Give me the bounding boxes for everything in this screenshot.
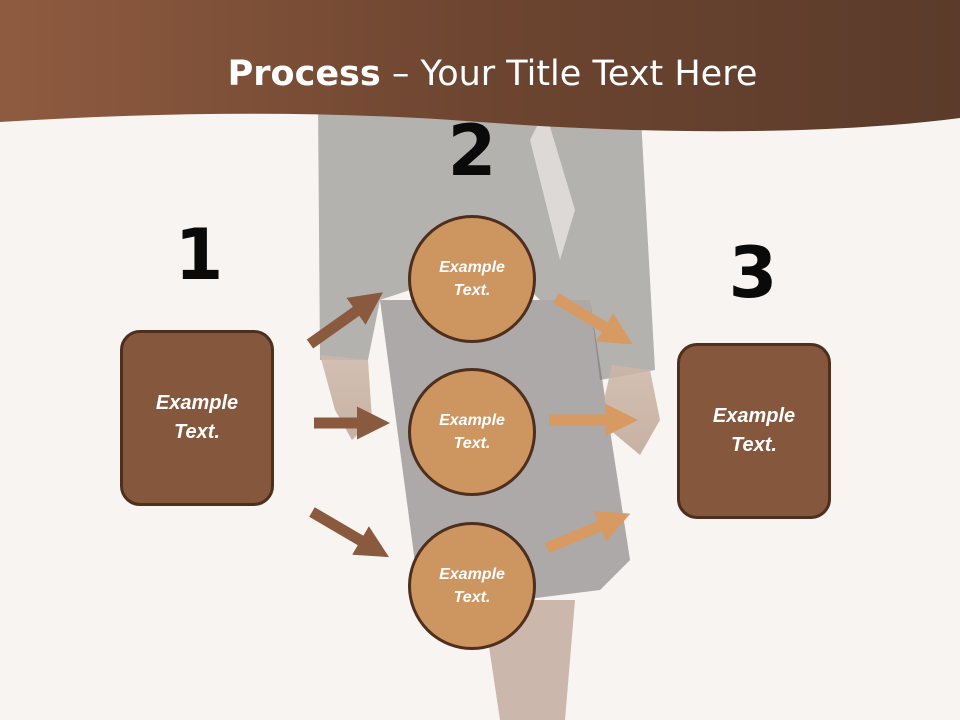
arrow-from-circle-3 bbox=[544, 510, 631, 554]
arrow-from-circle-1 bbox=[553, 293, 633, 345]
title-rest: – Your Title Text Here bbox=[380, 54, 758, 94]
step-3-box-label: Example Text. bbox=[712, 405, 796, 456]
header-band bbox=[0, 0, 960, 132]
circle-bottom-label: Example Text. bbox=[439, 566, 505, 606]
step-2-circle-middle: Example Text. bbox=[408, 368, 536, 496]
step-1-box: Example Text. bbox=[120, 330, 274, 506]
step-2-circle-top: Example Text. bbox=[408, 215, 536, 343]
step-number-3: 3 bbox=[728, 232, 778, 314]
step-3-box: Example Text. bbox=[677, 343, 831, 519]
arrow-to-circle-1 bbox=[306, 292, 383, 349]
arrow-to-circle-3 bbox=[309, 507, 389, 558]
slide-title: Process – Your Title Text Here bbox=[0, 52, 960, 96]
title-bold: Process bbox=[227, 54, 381, 94]
step-2-circle-bottom: Example Text. bbox=[408, 522, 536, 650]
step-number-2: 2 bbox=[447, 110, 497, 192]
step-1-box-label: Example Text. bbox=[155, 392, 239, 443]
step-number-1: 1 bbox=[174, 214, 224, 296]
circle-top-label: Example Text. bbox=[439, 259, 505, 299]
circle-middle-label: Example Text. bbox=[439, 412, 505, 452]
